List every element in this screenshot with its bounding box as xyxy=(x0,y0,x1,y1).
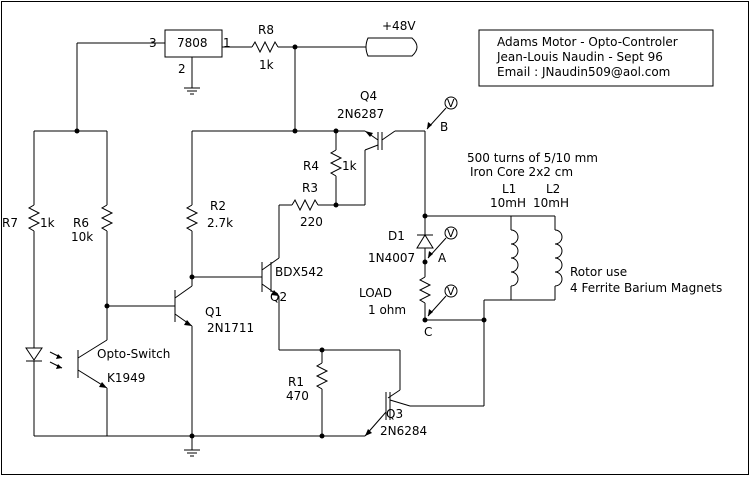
inductor-l1 xyxy=(510,229,519,287)
title-block: Adams Motor - Opto-Controler Jean-Louis … xyxy=(478,29,714,87)
diode-d1: D1 1N4007 xyxy=(368,216,434,265)
d1-name: D1 xyxy=(388,229,405,243)
q3-part: 2N6284 xyxy=(380,424,427,438)
resistor-load: LOAD 1 ohm xyxy=(359,262,432,320)
title-line-3: Email : JNaudin509@aol.com xyxy=(497,65,670,79)
r3-value: 220 xyxy=(300,215,323,229)
probe-c-v: V xyxy=(447,285,455,298)
r4-value: 1k xyxy=(342,159,357,173)
r8-value: 1k xyxy=(259,58,274,72)
title-line-2: Jean-Louis Naudin - Sept 96 xyxy=(496,50,663,64)
coil-core: Iron Core 2x2 cm xyxy=(470,165,573,179)
resistor-r1: R1 470 xyxy=(286,350,329,436)
rotor-line-2: 4 Ferrite Barium Magnets xyxy=(570,281,722,295)
voltmeter-icon xyxy=(444,226,458,240)
test-point-c-label: C xyxy=(424,325,432,339)
resistor-r2: R2 2.7k xyxy=(185,131,233,286)
coil-l1-name: L1 xyxy=(502,182,516,196)
resistor-r7: R7 1k xyxy=(2,131,55,340)
r3-name: R3 xyxy=(302,181,318,195)
q2-part: BDX542 xyxy=(275,265,324,279)
d1-part: 1N4007 xyxy=(368,251,415,265)
test-point-a-label: A xyxy=(438,251,447,265)
regulator-pin-gnd: 2 xyxy=(178,62,186,76)
resistor-r3: R3 220 xyxy=(279,181,365,229)
load-name: LOAD xyxy=(359,286,392,300)
transistor-q1: Q1 2N1711 xyxy=(174,285,254,335)
q1-part: 2N1711 xyxy=(207,321,254,335)
opto-led xyxy=(25,347,43,361)
voltmeter-icon xyxy=(444,284,458,298)
resistor-r6: R6 10k xyxy=(71,131,114,306)
r8-name: R8 xyxy=(258,23,274,37)
supply-plug xyxy=(365,37,418,57)
inductor-l2 xyxy=(554,229,563,287)
coil-l2-name: L2 xyxy=(546,182,560,196)
load-value: 1 ohm xyxy=(368,303,406,317)
test-point-b: V B xyxy=(426,96,458,134)
q4-name: Q4 xyxy=(360,89,377,103)
coil-l1-value: 10mH xyxy=(490,196,526,210)
title-box xyxy=(478,29,714,87)
opto-name: Opto-Switch xyxy=(97,347,170,361)
opto-switch: Opto-Switch K1949 xyxy=(25,306,170,393)
q3-name: Q3 xyxy=(386,407,403,421)
coil-l2-value: 10mH xyxy=(533,196,569,210)
regulator-7808: 7808 3 1 2 xyxy=(149,29,231,95)
q4-part: 2N6287 xyxy=(337,107,384,121)
test-point-b-label: B xyxy=(440,120,448,134)
transistor-q3: Q3 2N6284 xyxy=(364,350,427,438)
r1-name: R1 xyxy=(288,375,304,389)
title-line-1: Adams Motor - Opto-Controler xyxy=(497,35,678,49)
coil-turns: 500 turns of 5/10 mm xyxy=(467,151,598,165)
opto-part: K1949 xyxy=(107,371,145,385)
r7-name: R7 xyxy=(2,216,18,230)
resistor-r8: R8 1k xyxy=(222,23,295,72)
transistor-q4: Q4 2N6287 xyxy=(337,89,396,205)
resistor-r4: R4 1k xyxy=(303,131,357,205)
r7-value: 1k xyxy=(40,216,55,230)
rotor-line-1: Rotor use xyxy=(570,265,627,279)
regulator-pin-out: 1 xyxy=(223,36,231,50)
transistor-q2: BDX542 Q2 xyxy=(261,257,324,304)
q1-name: Q1 xyxy=(205,305,222,319)
probe-d1-v: V xyxy=(447,227,455,240)
supply-connector: +48V xyxy=(295,19,418,57)
supply-label: +48V xyxy=(382,19,416,33)
probe-b-v: V xyxy=(447,97,455,110)
r2-name: R2 xyxy=(210,199,226,213)
r2-value: 2.7k xyxy=(207,216,233,230)
r1-value: 470 xyxy=(286,389,309,403)
r6-name: R6 xyxy=(73,216,89,230)
r6-value: 10k xyxy=(71,230,93,244)
regulator-name: 7808 xyxy=(177,36,208,50)
voltmeter-icon xyxy=(444,96,458,110)
r4-name: R4 xyxy=(303,159,319,173)
